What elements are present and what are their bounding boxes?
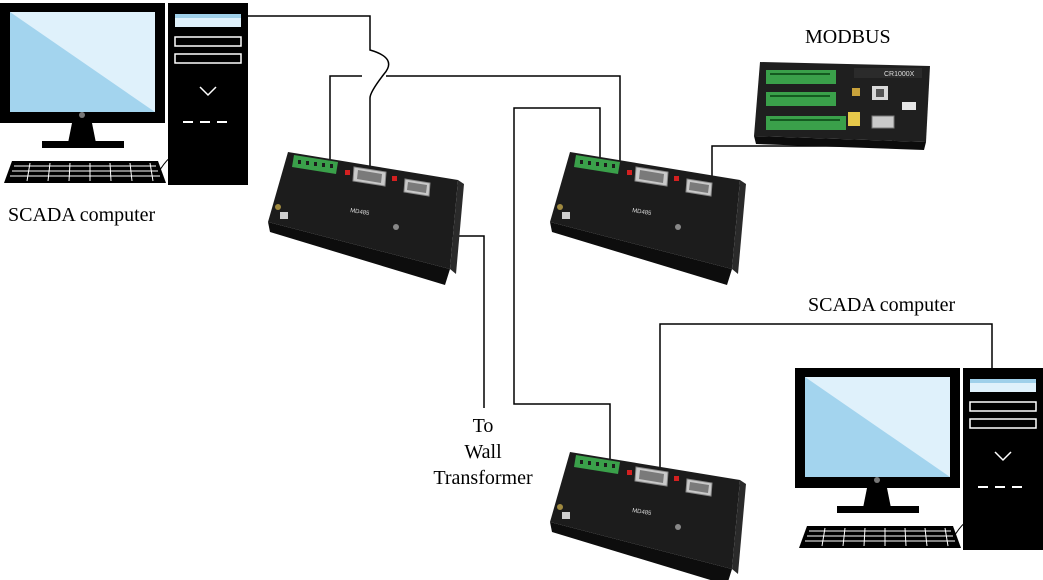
md485-3-model: MD485 xyxy=(632,508,653,517)
scada-right-label: SCADA computer xyxy=(808,294,956,316)
scada-computer-left xyxy=(0,2,249,186)
md485-device-3: MD485 xyxy=(549,451,747,580)
md485-device-icon xyxy=(267,151,465,286)
cable-md485-2-to-md485-3 xyxy=(513,107,611,462)
md485-device-icon xyxy=(549,151,747,286)
md485-2-model: MD485 xyxy=(632,208,653,217)
modbus-label: MODBUS xyxy=(805,26,891,48)
cr1000x-datalogger: CR1000X xyxy=(753,61,931,151)
md485-device-2: MD485 xyxy=(549,151,747,286)
md485-device-1: MD485 xyxy=(267,151,465,286)
cr1000x-model: CR1000X xyxy=(884,71,915,78)
cable-md485-1-to-md485-2 xyxy=(329,75,621,162)
wall-label-line2: Wall xyxy=(464,441,502,463)
wall-label-line3: Transformer xyxy=(433,467,533,489)
wall-transformer-label: To Wall Transformer xyxy=(433,415,533,489)
desktop-computer-icon xyxy=(0,2,249,186)
cable-scada-left-to-md485-1 xyxy=(248,15,390,168)
scada-computer-right xyxy=(794,367,1043,551)
desktop-computer-icon xyxy=(794,367,1043,551)
cable-scada-right-to-md485-3 xyxy=(659,323,993,480)
md485-1-model: MD485 xyxy=(350,208,371,217)
wall-label-line1: To xyxy=(473,415,494,437)
scada-left-label: SCADA computer xyxy=(8,204,156,226)
